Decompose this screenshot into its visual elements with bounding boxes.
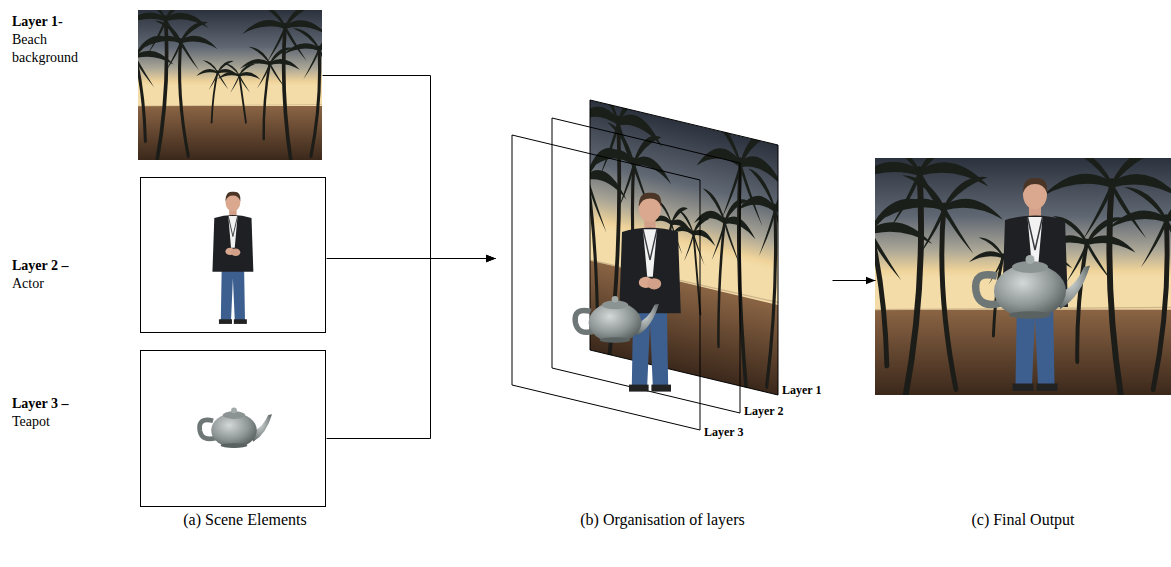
layer-label: Actor [12,275,44,293]
text-holder: Layer 1- [12,13,63,31]
connector [323,76,496,259]
layer-label: Layer 1 [782,383,821,397]
layer-label: Layer 3 – [12,395,69,413]
text-holder: (c) Final Output [875,510,1171,530]
text-holder: Actor [12,275,44,293]
text-holder: Layer 3 [704,425,743,439]
scene-panel: Layer 1-Beach background [10,10,322,160]
text-holder: Layer 1 [782,383,821,397]
scene-panel: Layer 1 Layer 2Layer 3 (b) Organisation of… [495,95,832,535]
connector [327,259,496,439]
text-holder: (a) Scene Elements [140,510,350,530]
teapot-figure [575,296,659,343]
text-holder: Layer 2 – [12,257,69,275]
scene-panel: (c) Final Output [875,158,1171,533]
panel-frame [141,178,326,333]
layer-label: (c) Final Output [875,510,1171,530]
layer-label: Layer 1- [12,13,63,31]
text-holder: Layer 3 – [12,395,69,413]
text-holder: (b) Organisation of layers [495,510,830,530]
actor-figure [619,193,681,392]
layer-plane [552,118,740,413]
teapot-figure [200,408,272,448]
connector [833,280,876,281]
text-holder: Layer 2 [744,404,783,418]
layer-label: Layer 3 [704,425,743,439]
beach-layer [547,65,812,410]
beach-image [96,0,355,164]
layer-label: Layer 2 [744,404,783,418]
layer-plane [512,135,700,430]
final-composite [875,158,1171,395]
layer-label: Layer 2 – [12,257,69,275]
scene-panel: Layer 2 –Actor [10,177,326,333]
layer-label: (b) Organisation of layers [495,510,830,530]
layer-plane [590,100,778,395]
text-holder: Teapot [12,413,50,431]
caption: (a) Scene Elements [140,510,350,530]
layer-label: Teapot [12,413,50,431]
actor-figure [212,192,253,324]
panel-frame [141,351,326,507]
text-holder: Beach background [12,31,102,67]
layer-label: Beach background [12,31,102,67]
scene-panel: Layer 3 –Teapot [10,350,326,507]
